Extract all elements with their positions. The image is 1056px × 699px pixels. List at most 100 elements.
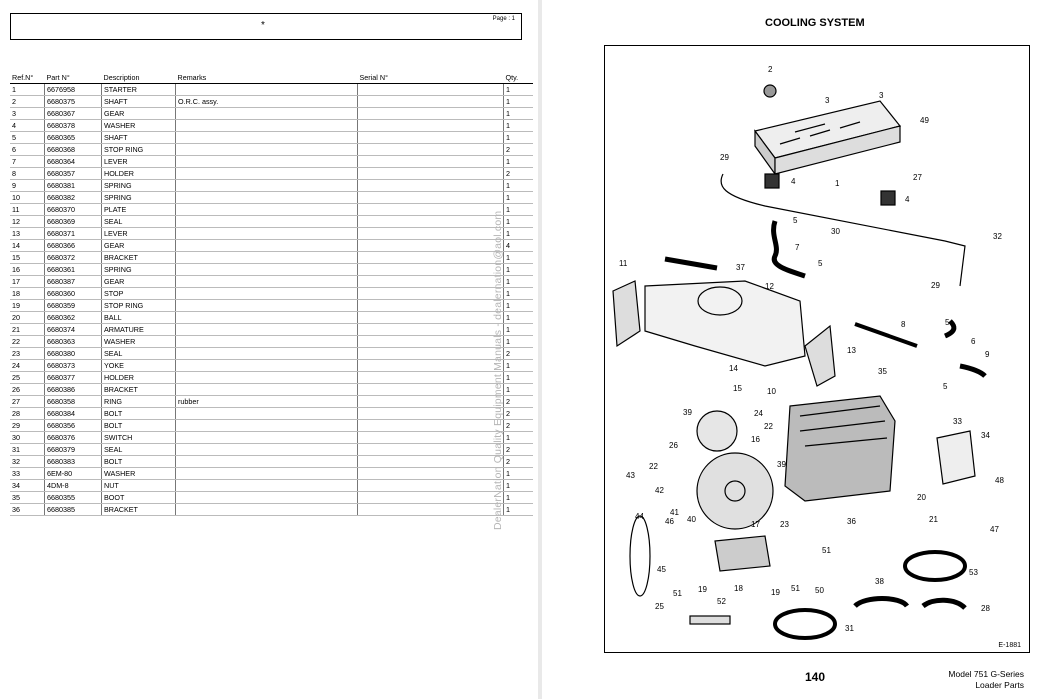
table-cell: SEAL [101, 443, 176, 456]
table-cell: 6680372 [44, 251, 102, 264]
table-cell [175, 131, 358, 144]
table-cell: 1 [503, 275, 533, 288]
table-cell: BOLT [101, 455, 176, 468]
table-cell: ARMATURE [101, 323, 176, 336]
table-cell: 23 [10, 347, 45, 360]
table-cell [175, 383, 358, 396]
table-cell: 1 [503, 263, 533, 276]
table-cell: 6680381 [44, 179, 102, 192]
table-cell: 6680382 [44, 191, 102, 204]
table-cell: rubber [175, 395, 358, 408]
table-cell [175, 287, 358, 300]
svg-text:22: 22 [649, 462, 658, 471]
table-cell: 1 [503, 371, 533, 384]
table-cell: 1 [503, 335, 533, 348]
table-cell: BRACKET [101, 503, 176, 516]
cooling-system-drawing: 2 3 3 49 29 4 1 4 27 5 30 32 7 11 37 5 2… [612, 65, 1004, 640]
table-cell [357, 83, 504, 96]
table-cell [357, 455, 504, 468]
svg-text:6: 6 [971, 337, 976, 346]
svg-text:19: 19 [771, 588, 780, 597]
table-cell: 1 [503, 155, 533, 168]
svg-text:4: 4 [791, 177, 796, 186]
table-cell: 6680363 [44, 335, 102, 348]
svg-text:8: 8 [901, 320, 906, 329]
table-cell [357, 431, 504, 444]
table-cell: 9 [10, 179, 45, 192]
table-cell: 1 [503, 431, 533, 444]
table-cell [357, 299, 504, 312]
table-cell: 6 [10, 143, 45, 156]
table-cell: WASHER [101, 467, 176, 480]
svg-text:11: 11 [619, 259, 628, 268]
table-cell [357, 371, 504, 384]
table-cell [175, 107, 358, 120]
table-cell: 6680367 [44, 107, 102, 120]
table-cell: 13 [10, 227, 45, 240]
table-cell [175, 431, 358, 444]
svg-text:2: 2 [768, 65, 773, 74]
header-box: Page : 1 * [10, 13, 522, 40]
table-cell: 1 [503, 95, 533, 108]
table-cell: RING [101, 395, 176, 408]
table-cell: 8 [10, 167, 45, 180]
coolant-reservoir [936, 430, 976, 485]
table-cell: 6680379 [44, 443, 102, 456]
table-cell: WASHER [101, 335, 176, 348]
table-cell: BRACKET [101, 251, 176, 264]
table-cell [357, 503, 504, 516]
table-cell: SEAL [101, 215, 176, 228]
svg-text:35: 35 [878, 367, 887, 376]
table-cell: GEAR [101, 107, 176, 120]
page-number: 140 [805, 670, 826, 684]
table-cell: HOLDER [101, 167, 176, 180]
table-cell: STOP RING [101, 299, 176, 312]
svg-text:38: 38 [875, 577, 884, 586]
svg-text:51: 51 [673, 589, 682, 598]
svg-text:28: 28 [981, 604, 990, 613]
table-cell [357, 251, 504, 264]
svg-text:5: 5 [943, 382, 948, 391]
table-cell [175, 491, 358, 504]
svg-text:41: 41 [670, 508, 679, 517]
svg-text:10: 10 [767, 387, 776, 396]
table-cell: 14 [10, 239, 45, 252]
table-cell: 6680364 [44, 155, 102, 168]
table-cell: 1 [503, 131, 533, 144]
table-cell: 25 [10, 371, 45, 384]
table-cell: 4DM-8 [44, 479, 102, 492]
table-cell [175, 179, 358, 192]
table-cell: YOKE [101, 359, 176, 372]
table-cell: 20 [10, 311, 45, 324]
table-cell [175, 227, 358, 240]
table-cell: 2 [503, 167, 533, 180]
column-header: Part N° [44, 72, 102, 84]
svg-text:24: 24 [754, 409, 763, 418]
flywheel [696, 452, 774, 530]
table-cell: SPRING [101, 191, 176, 204]
table-cell [357, 335, 504, 348]
table-cell [175, 407, 358, 420]
table-cell: SHAFT [101, 95, 176, 108]
table-cell: 4 [10, 119, 45, 132]
table-cell: BOOT [101, 491, 176, 504]
model-info: Model 751 G-Series Loader Parts [938, 669, 1024, 691]
table-cell: 16 [10, 263, 45, 276]
table-cell [357, 443, 504, 456]
table-cell: 6680377 [44, 371, 102, 384]
svg-text:49: 49 [920, 116, 929, 125]
table-cell: 2 [503, 407, 533, 420]
table-cell: 1 [503, 287, 533, 300]
table-cell [175, 203, 358, 216]
table-cell [175, 263, 358, 276]
table-cell [175, 467, 358, 480]
column-header: Serial N° [357, 72, 504, 84]
table-cell: NUT [101, 479, 176, 492]
